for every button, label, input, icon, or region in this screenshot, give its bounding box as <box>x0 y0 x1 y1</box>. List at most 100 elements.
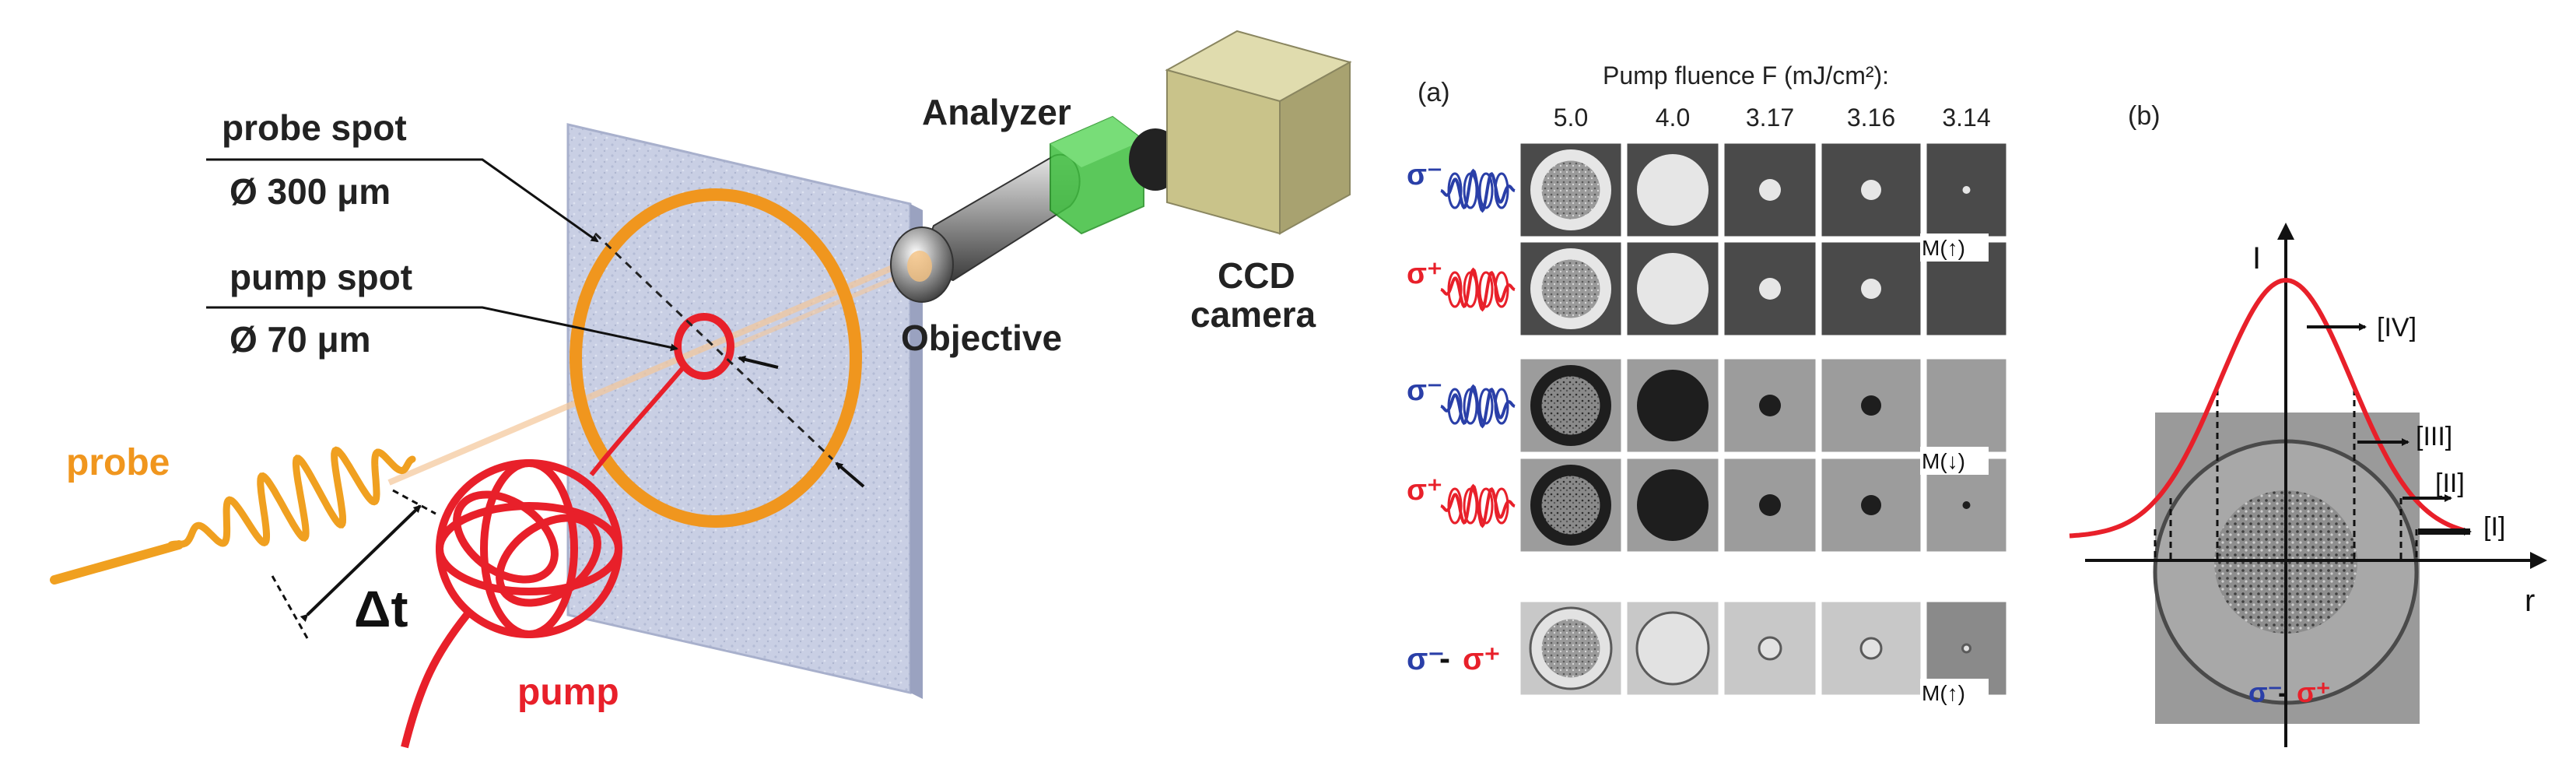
domain-core <box>1541 619 1600 678</box>
image-tile <box>1819 141 1923 239</box>
domain-spot <box>1637 154 1709 226</box>
domain-spot <box>1861 395 1881 416</box>
image-tile <box>1924 141 2009 239</box>
image-tile <box>1624 356 1721 455</box>
domain-spot <box>1635 611 1710 686</box>
tag-m-up-1: M(↑) <box>1922 236 1965 260</box>
domain-spot <box>1758 636 1782 661</box>
diff-label-dash: - <box>1439 640 1450 676</box>
probe-spot-leader <box>206 158 599 243</box>
probe-spot-arrow <box>835 462 865 488</box>
fluence-label: 5.0 <box>1554 104 1588 132</box>
polarization-label: σ⁻ <box>1407 159 1442 191</box>
analyzer-label: Analyzer <box>922 92 1071 132</box>
image-tile <box>1624 599 1721 697</box>
domain-spot <box>1861 495 1881 515</box>
image-tile <box>1722 599 1818 697</box>
analyzer-cube <box>1050 115 1144 235</box>
image-tile <box>1518 240 1624 338</box>
image-tile <box>1819 240 1923 338</box>
row-label: σ⁻ <box>1407 374 1516 429</box>
image-tile <box>1722 141 1818 239</box>
y-axis-label: I <box>2252 241 2261 276</box>
image-tile <box>1518 456 1624 554</box>
polarization-label: σ⁻ <box>1407 374 1442 407</box>
probe-spot-size: Ø 300 μm <box>230 171 391 212</box>
image-tile <box>1924 356 2009 455</box>
x-axis-label: r <box>2525 584 2535 618</box>
pump-spot-arrow <box>738 356 779 369</box>
domain-core <box>1541 376 1600 435</box>
inset-label-plus: σ⁺ <box>2297 676 2331 708</box>
ccd-label-line1: CCD <box>1218 255 1295 296</box>
tag-m-down: M(↓) <box>1922 449 1965 473</box>
image-tile <box>1624 456 1721 554</box>
domain-spot <box>1637 253 1709 325</box>
spot-diameter-line <box>594 232 834 461</box>
delay-label: Δt <box>354 580 408 637</box>
image-tile <box>1624 141 1721 239</box>
domain-spot <box>1859 637 1883 660</box>
domain-spot <box>1759 494 1781 516</box>
probe-tail <box>50 540 184 585</box>
domain-spot <box>1962 501 1971 509</box>
polarization-label: σ⁺ <box>1407 474 1442 507</box>
sample-plate <box>566 123 912 694</box>
image-tile <box>1722 240 1818 338</box>
image-tile <box>1518 599 1624 697</box>
pump-label: pump <box>517 672 619 713</box>
fluence-label: 3.17 <box>1746 104 1794 132</box>
image-tile <box>1819 456 1923 554</box>
domain-core <box>1541 476 1600 535</box>
delay-dash-right <box>392 489 436 515</box>
pump-wave-packet <box>401 364 687 749</box>
ccd-label-line2: camera <box>1190 294 1316 335</box>
ccd-camera <box>1129 30 1352 235</box>
reflected-beam <box>722 266 920 353</box>
pump-spot-label: pump spot <box>230 257 412 297</box>
panel-a-label: (a) <box>1418 78 1450 107</box>
tag-m-up-2: M(↑) <box>1922 681 1965 705</box>
region-label-ii: [II] <box>2435 469 2465 498</box>
row-label: σ⁻ <box>1407 159 1516 213</box>
region-label-iii: [III] <box>2416 422 2452 451</box>
image-tile <box>1518 356 1624 455</box>
domain-core <box>1541 259 1600 318</box>
diff-label-plus: σ⁺ <box>1463 642 1500 676</box>
setup-diagram: probe spot Ø 300 μm pump spot Ø 70 μm pr… <box>50 30 1352 749</box>
objective-label: Objective <box>901 318 1062 358</box>
probe-spot-label: probe spot <box>222 107 407 148</box>
diff-row-label: σ⁻ - σ⁺ <box>1407 640 1500 676</box>
polarization-label: σ⁺ <box>1407 258 1442 290</box>
domain-spot <box>1759 395 1781 416</box>
image-tile <box>1722 356 1818 455</box>
panel-b-label: (b) <box>2128 101 2161 131</box>
probe-wave-packet <box>167 446 416 549</box>
probe-spot-ring <box>570 188 862 528</box>
domain-spot <box>1759 278 1781 300</box>
panel-b: (b) σ⁻ - σ⁺ I r [IV] [III] [II] <box>2069 101 2547 747</box>
pump-spot-size: Ø 70 μm <box>230 319 371 360</box>
image-tile <box>1624 240 1721 338</box>
row-label: σ⁺ <box>1407 474 1516 528</box>
delay-arrow <box>300 504 422 623</box>
domain-core <box>1541 160 1600 219</box>
domain-spot <box>1637 370 1709 441</box>
pump-spot-leader <box>206 306 678 352</box>
domain-spot <box>1637 469 1709 541</box>
image-tile <box>1819 356 1923 455</box>
probe-beam <box>387 254 920 486</box>
intensity-profile <box>2069 278 2466 539</box>
domain-spot <box>1861 279 1881 299</box>
threshold-lines <box>2154 389 2418 560</box>
magnetization-tags: M(↑) M(↓) M(↑) <box>1920 234 1989 707</box>
image-tile <box>1722 456 1818 554</box>
inset-label-minus: σ⁻ <box>2248 676 2283 708</box>
row-label: σ⁺ <box>1407 258 1516 312</box>
domain-spot <box>1861 180 1881 200</box>
probe-label: probe <box>66 442 170 483</box>
image-grid <box>1518 141 2009 697</box>
